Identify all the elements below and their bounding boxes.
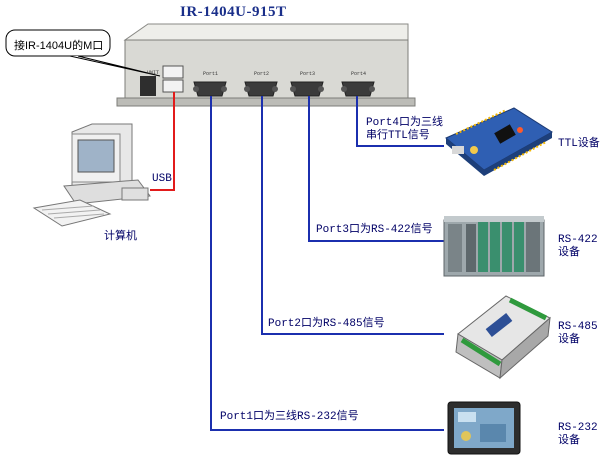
port4-description-line1: Port4口为三线	[366, 117, 444, 129]
port4-cable	[356, 96, 444, 147]
rs232-device-label-line1: RS-232	[558, 422, 598, 434]
port3-description: Port3口为RS-422信号	[316, 224, 433, 236]
port3-cable	[308, 96, 444, 242]
port2-description: Port2口为RS-485信号	[268, 318, 385, 330]
plc-rack-icon	[443, 216, 545, 277]
port1-description: Port1口为三线RS-232信号	[220, 411, 359, 423]
port4-description-line2: 串行TTL信号	[366, 130, 430, 142]
port1-silk-label: Port1	[203, 71, 219, 77]
rs485-device-label-line2: 设备	[558, 334, 580, 346]
db9-port-3	[290, 81, 324, 97]
port1-cable	[210, 96, 444, 431]
db9-port-4	[341, 81, 375, 97]
port2-cable	[261, 96, 444, 335]
ttl-board-icon	[445, 107, 553, 176]
computer-label: 计算机	[104, 231, 137, 243]
computer-icon	[32, 123, 151, 227]
callout-text: 接IR-1404U的M口	[14, 40, 104, 52]
usb-label: USB	[152, 173, 172, 185]
port3-silk-label: Port3	[300, 71, 316, 77]
port2-silk-label: Port2	[254, 71, 270, 77]
rs485-device-label-line1: RS-485	[558, 321, 598, 333]
ttl-device-label: TTL设备	[558, 138, 600, 150]
device-title: IR-1404U-915T	[180, 4, 287, 20]
converter-box	[116, 23, 416, 107]
db9-port-2	[244, 81, 278, 97]
callout-bubble	[5, 29, 161, 77]
port4-silk-label: Port4	[351, 71, 367, 77]
rs422-device-label-line1: RS-422	[558, 234, 598, 246]
unit-label: UNIT	[147, 70, 160, 76]
hmi-panel-icon	[447, 401, 521, 455]
usb-cable	[150, 92, 175, 191]
rs232-device-label-line2: 设备	[558, 435, 580, 447]
db9-port-1	[193, 81, 227, 97]
rs485-module-icon	[455, 295, 551, 380]
rs422-device-label-line2: 设备	[558, 247, 580, 259]
